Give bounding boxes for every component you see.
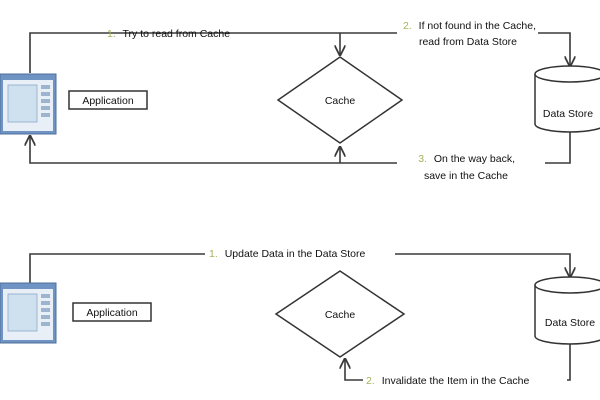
- cache-label: Cache: [325, 309, 356, 321]
- read-step1-label: 1. Try to read from Cache: [107, 28, 230, 40]
- write-step2-label-backing: [363, 372, 567, 388]
- application-label: Application: [86, 307, 138, 319]
- application-window-icon: [0, 73, 57, 135]
- data-store-cylinder: [534, 65, 600, 133]
- read-step2-label-line1: 2. If not found in the Cache,: [403, 20, 536, 32]
- cache-label: Cache: [325, 95, 356, 107]
- application-label-box: [72, 302, 152, 322]
- cache-diamond: [274, 270, 406, 358]
- cache-diamond: [276, 56, 404, 144]
- data-store-label: Data Store: [545, 317, 595, 329]
- write-flow: Application Cache Data Store 1. Update D…: [0, 245, 600, 388]
- data-store-cylinder: [534, 276, 600, 345]
- read-step2-label-line2: read from Data Store: [419, 36, 517, 48]
- application-label: Application: [82, 95, 134, 107]
- application-window-icon: [0, 282, 57, 344]
- write-step1-label: 1. Update Data in the Data Store: [209, 248, 366, 260]
- read-step1-connector: [29, 32, 397, 73]
- read-step3-label-line1: 3. On the way back,: [418, 153, 515, 165]
- read-step3-connector: [545, 132, 571, 164]
- application-label-box: [68, 90, 148, 110]
- read-step2-connector: [538, 32, 570, 66]
- read-flow: Application Cache Data Store 1. Try to r…: [0, 20, 600, 182]
- read-return-to-app: [30, 136, 397, 164]
- read-step3-label-line2: save in the Cache: [424, 170, 508, 182]
- write-step1-label-backing: [205, 245, 395, 261]
- data-store-label: Data Store: [543, 108, 593, 120]
- write-step2-label: 2. Invalidate the Item in the Cache: [366, 375, 530, 387]
